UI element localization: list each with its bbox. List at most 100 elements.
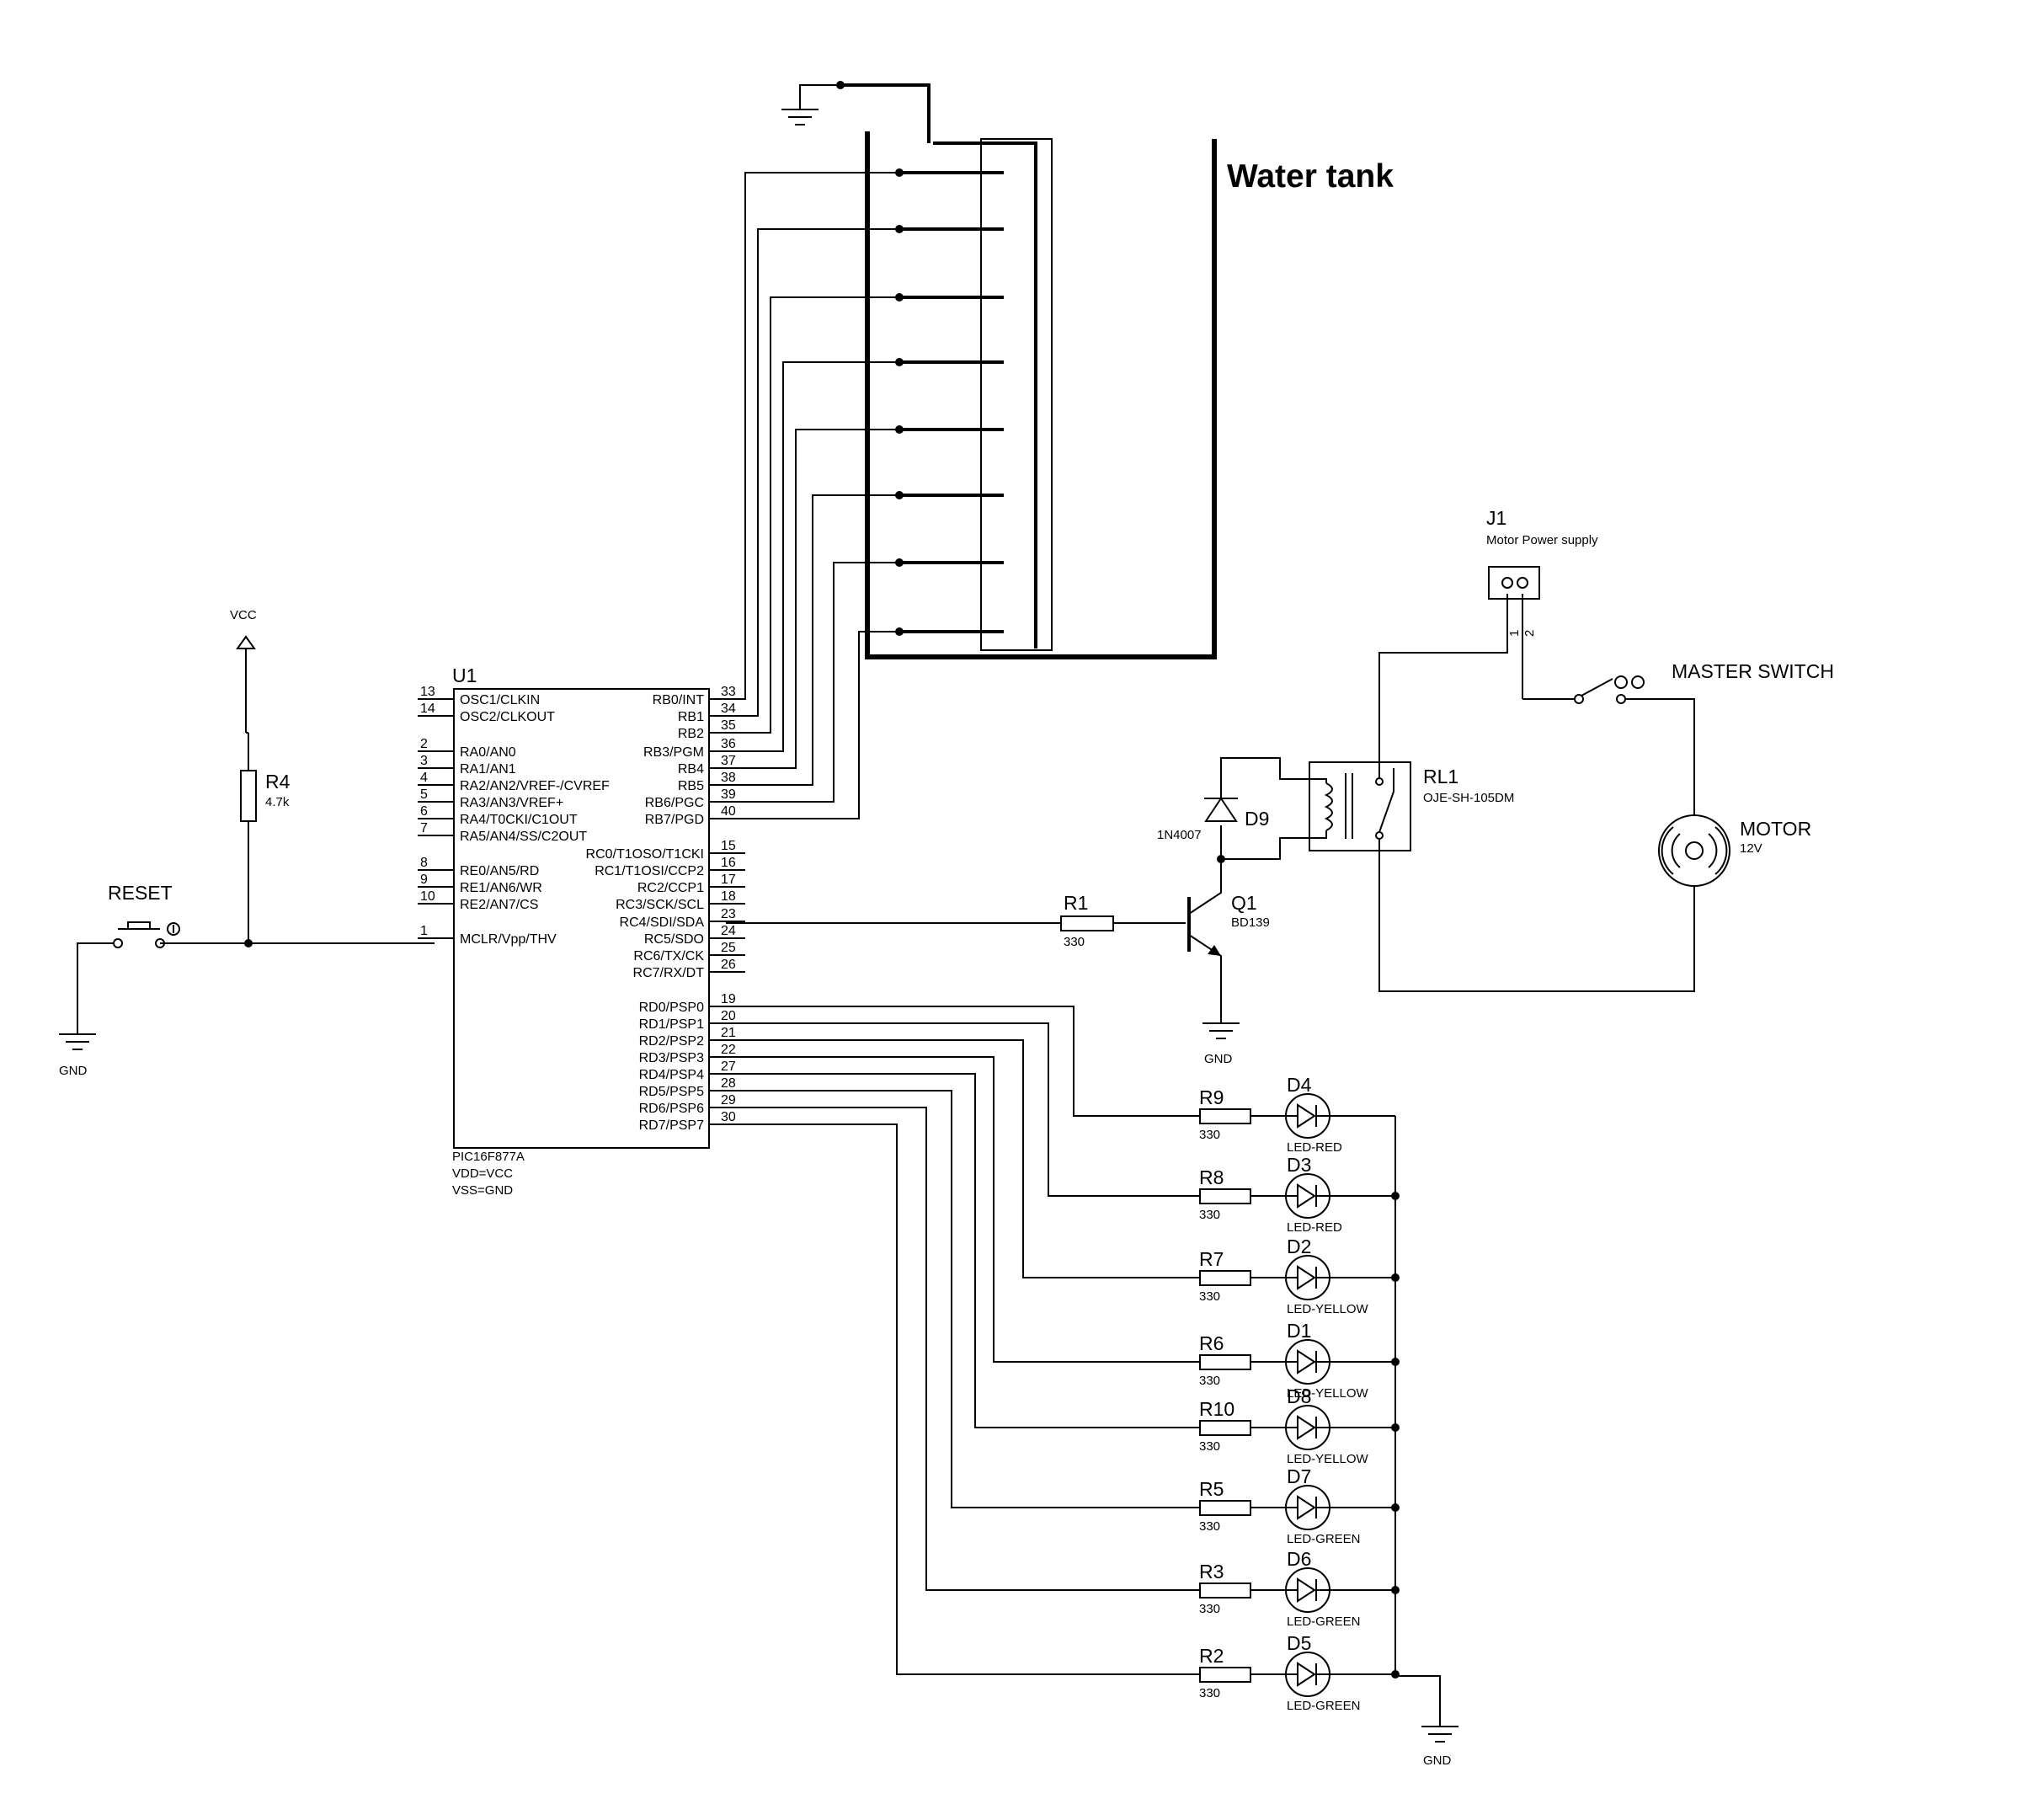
mcu-pin-name: RC6/TX/CK [633,949,704,963]
led-diode-icon [1297,1183,1316,1209]
led-type: LED-YELLOW [1287,1386,1369,1401]
mcu-pin-name: RC0/T1OSO/T1CKI [586,847,704,862]
gnd-label-q1: GND [1204,1052,1233,1066]
led-ref: D8 [1287,1385,1311,1407]
led-resistor-body [1199,1667,1251,1683]
mcu-pin-number: 1 [420,924,428,938]
mcu-pin-number: 28 [721,1076,736,1091]
mcu-pin-number: 5 [420,787,428,802]
master-switch-icon [1614,675,1628,689]
mcu-pin-name: RA2/AN2/VREF-/CVREF [460,779,610,793]
mcu-body [453,688,710,1149]
led-ref: D7 [1287,1465,1311,1487]
rd-wire [726,1022,1200,1197]
mcu-pin-number: 38 [721,771,736,785]
led-resistor-value: 330 [1199,1289,1220,1304]
led-resistor-value: 330 [1199,1128,1220,1142]
mcu-pin-name: RA1/AN1 [460,762,516,777]
mcu-pin-name: RA4/T0CKI/C1OUT [460,813,578,827]
gnd-label-reset: GND [59,1064,88,1078]
mcu-pin-name: MCLR/Vpp/THV [460,932,557,947]
ground-symbol-q1 [1202,1022,1240,1039]
ground-symbol-tank [781,109,819,125]
led-resistor-body [1199,1582,1251,1599]
mcu-pin-name: RC7/RX/DT [633,966,705,980]
led-diode-icon [1297,1349,1316,1374]
mcu-pin-name: RD2/PSP2 [639,1034,704,1049]
mcu-pin-name: RB2 [678,727,704,741]
relay-ref: RL1 [1423,766,1458,787]
mcu-pin-name: RD0/PSP0 [639,1001,704,1015]
rd-wire [726,1107,1200,1591]
rd-wire [726,1090,1200,1508]
j1-connector [1488,566,1540,600]
mcu-pin-number: 19 [721,992,736,1006]
led-resistor-value: 330 [1199,1686,1220,1700]
led-resistor-value: 330 [1199,1439,1220,1454]
mcu-pin-number: 39 [721,787,736,802]
rd-wire [726,1073,1200,1428]
rd-wire [726,1056,1200,1363]
led-diode-icon [1297,1265,1316,1290]
led-resistor-ref: R6 [1199,1332,1224,1354]
led-resistor-ref: R9 [1199,1086,1224,1108]
rb-wire [726,429,897,769]
led-resistor-value: 330 [1199,1602,1220,1616]
mcu-pin-number: 17 [721,873,736,887]
led-diode-icon [1297,1662,1316,1687]
mcu-pin-number: 14 [420,702,435,716]
mcu-pin-name: RB1 [678,710,704,724]
water-tank-title: Water tank [1227,158,1394,195]
led-resistor-body [1199,1354,1251,1370]
mcu-pin-number: 15 [721,839,736,853]
rb-wire [726,172,897,700]
rd-wire [726,1039,1200,1278]
mcu-right-pins: 33RB0/INT34RB135RB236RB3/PGM37RB438RB539… [586,685,745,1133]
mcu-pin-name: RB0/INT [653,693,705,707]
led-diode-icon [1297,1103,1316,1129]
mcu-pin-name: RE1/AN6/WR [460,881,542,895]
led-resistor-ref: R3 [1199,1561,1224,1582]
tank-ground-wire [799,84,840,109]
d9-body [1204,797,1238,822]
mcu-pin-number: 3 [420,754,428,768]
j1-desc: Motor Power supply [1486,533,1598,547]
mcu-pin-name: OSC2/CLKOUT [460,710,555,724]
mcu-pin-name: RA5/AN4/SS/C2OUT [460,830,587,844]
motor-circuit: J1 Motor Power supply 1 2 MASTER SWITCH … [1486,507,1834,925]
led-ref: D4 [1287,1074,1312,1096]
mcu-pin-name: RD4/PSP4 [639,1068,704,1082]
mcu-pin-number: 33 [721,685,736,699]
r4-body [240,770,257,822]
relay-coil-icon [1324,782,1333,831]
common-probe-lead [840,83,931,143]
mcu-pin-number: 6 [420,804,428,819]
led-return-ground: GND [1394,1116,1458,1768]
led-resistor-body [1199,1108,1251,1124]
reset-contact [113,938,123,948]
led-resistor-body [1199,1188,1251,1204]
mcu-left-pins: 13OSC1/CLKIN14OSC2/CLKOUT2RA0/AN03RA1/AN… [418,685,610,947]
relay-switch-arm [1378,791,1394,833]
led-type: LED-YELLOW [1287,1302,1369,1316]
mcu-pin-name: RD5/PSP5 [639,1085,704,1099]
master-switch-lever[interactable] [1581,678,1613,697]
common-probe [933,141,1037,648]
mcu-pin-number: 36 [721,737,736,751]
mcu-pin-name: RB3/PGM [643,745,704,760]
mcu-pin-number: 29 [721,1093,736,1107]
led-type: LED-RED [1287,1140,1342,1155]
mcu-pin-number: 18 [721,889,736,904]
mcu-pin-number: 34 [721,702,736,716]
led-diode-icon [1297,1415,1316,1440]
mcu-pin-number: 22 [721,1043,736,1057]
led-resistor-body [1199,1270,1251,1286]
mcu-pin-name: RB5 [678,779,704,793]
mcu-u1: U1 PIC16F877A VDD=VCC VSS=GND 13OSC1/CLK… [418,664,745,1198]
led-resistor-body [1199,1420,1251,1436]
ground-symbol-reset [59,1033,96,1050]
rb-wire [726,296,897,734]
vcc-arrow-icon [236,635,256,649]
mcu-pin-name: RD3/PSP3 [639,1051,704,1065]
level-probe-housing [980,138,1053,651]
